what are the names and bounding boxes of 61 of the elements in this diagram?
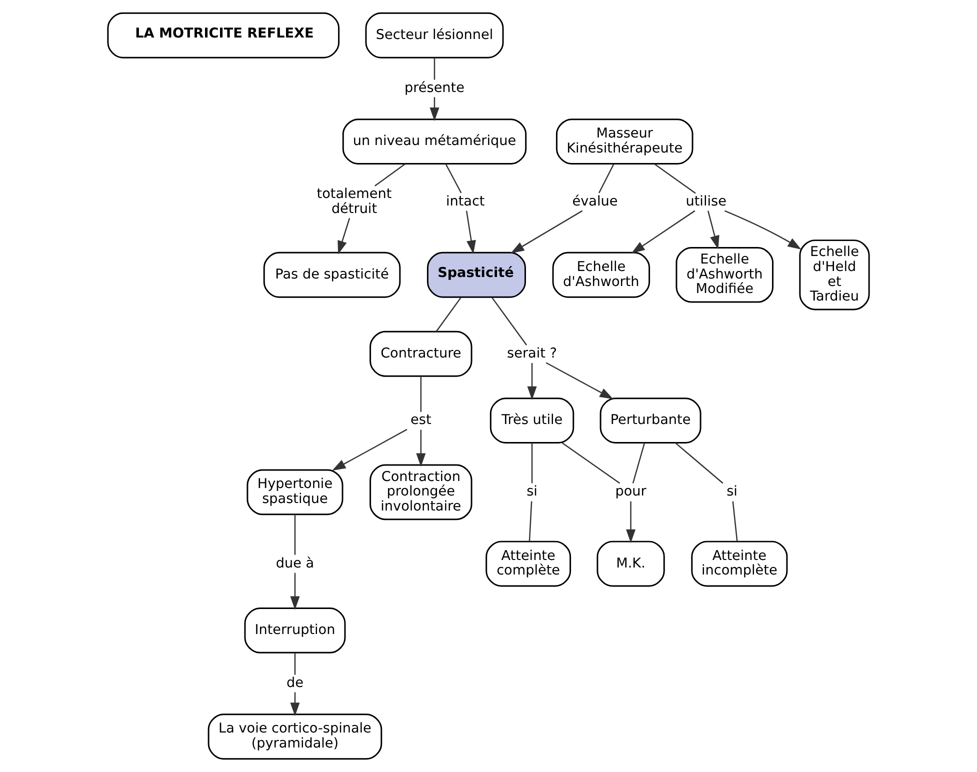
connector [732,501,738,542]
node-box: Contraction prolongée involontaire [370,464,472,520]
arrow [430,97,440,122]
arrow [290,692,300,716]
node-box: Atteinte incomplète [691,540,788,587]
node-text: totalement détruit [316,186,392,217]
node-box: Echelle d'Held et Tardieu [799,240,870,310]
connector [294,652,296,675]
arrow [290,572,300,610]
arrow [724,210,802,250]
node-box: Pas de spasticité [263,252,401,298]
arrow [626,501,636,544]
node-box: Atteinte complète [486,540,572,587]
connector [598,164,614,194]
node-text: intact [446,194,485,210]
arrow [416,430,426,467]
connector [491,297,528,346]
node-text: présente [404,80,464,96]
node-box: Contracture [370,330,472,377]
connector [528,501,532,542]
arrow [466,210,476,254]
connector [675,442,724,484]
node-box: Très utile [490,398,574,444]
connector [531,442,533,484]
node-box: Spasticité [426,252,526,298]
node-text: si [526,484,538,500]
connector [445,164,462,194]
node-box: La voie cortico-spinale (pyramidale) [208,714,382,760]
node-box: Echelle d'Ashworth [552,252,650,298]
arrow [527,363,537,400]
node-box: Masseur Kinésithérapeute [556,118,694,165]
arrow [338,218,350,254]
node-box: Perturbante [600,398,702,444]
node-box: Secteur lésionnel [365,12,504,58]
node-text: pour [615,484,646,500]
node-box: Echelle d'Ashworth Modifiée [676,246,774,303]
arrow [707,210,720,250]
node-text: si [726,484,738,500]
arrow [510,210,583,254]
arrow [546,362,614,400]
connector [632,442,646,484]
node-box: un niveau métamérique [342,118,527,165]
node-text: évalue [572,194,618,210]
node-text: utilise [686,194,726,210]
connector [654,164,696,194]
node-box: Interruption [244,607,346,654]
node-box: M.K. [596,540,665,587]
node-text: serait ? [507,345,557,362]
arrow [631,210,696,254]
node-text: de [286,674,304,691]
arrow [332,428,408,471]
connector [294,514,296,555]
connector [562,442,620,484]
connector [420,376,422,412]
connector [436,297,462,332]
node-box: LA MOTRICITE REFLEXE [107,12,340,58]
node-box: Hypertonie spastique [246,469,344,516]
connector [434,58,436,80]
node-text: due à [276,555,314,572]
node-text: est [410,412,432,428]
connector [374,164,406,186]
